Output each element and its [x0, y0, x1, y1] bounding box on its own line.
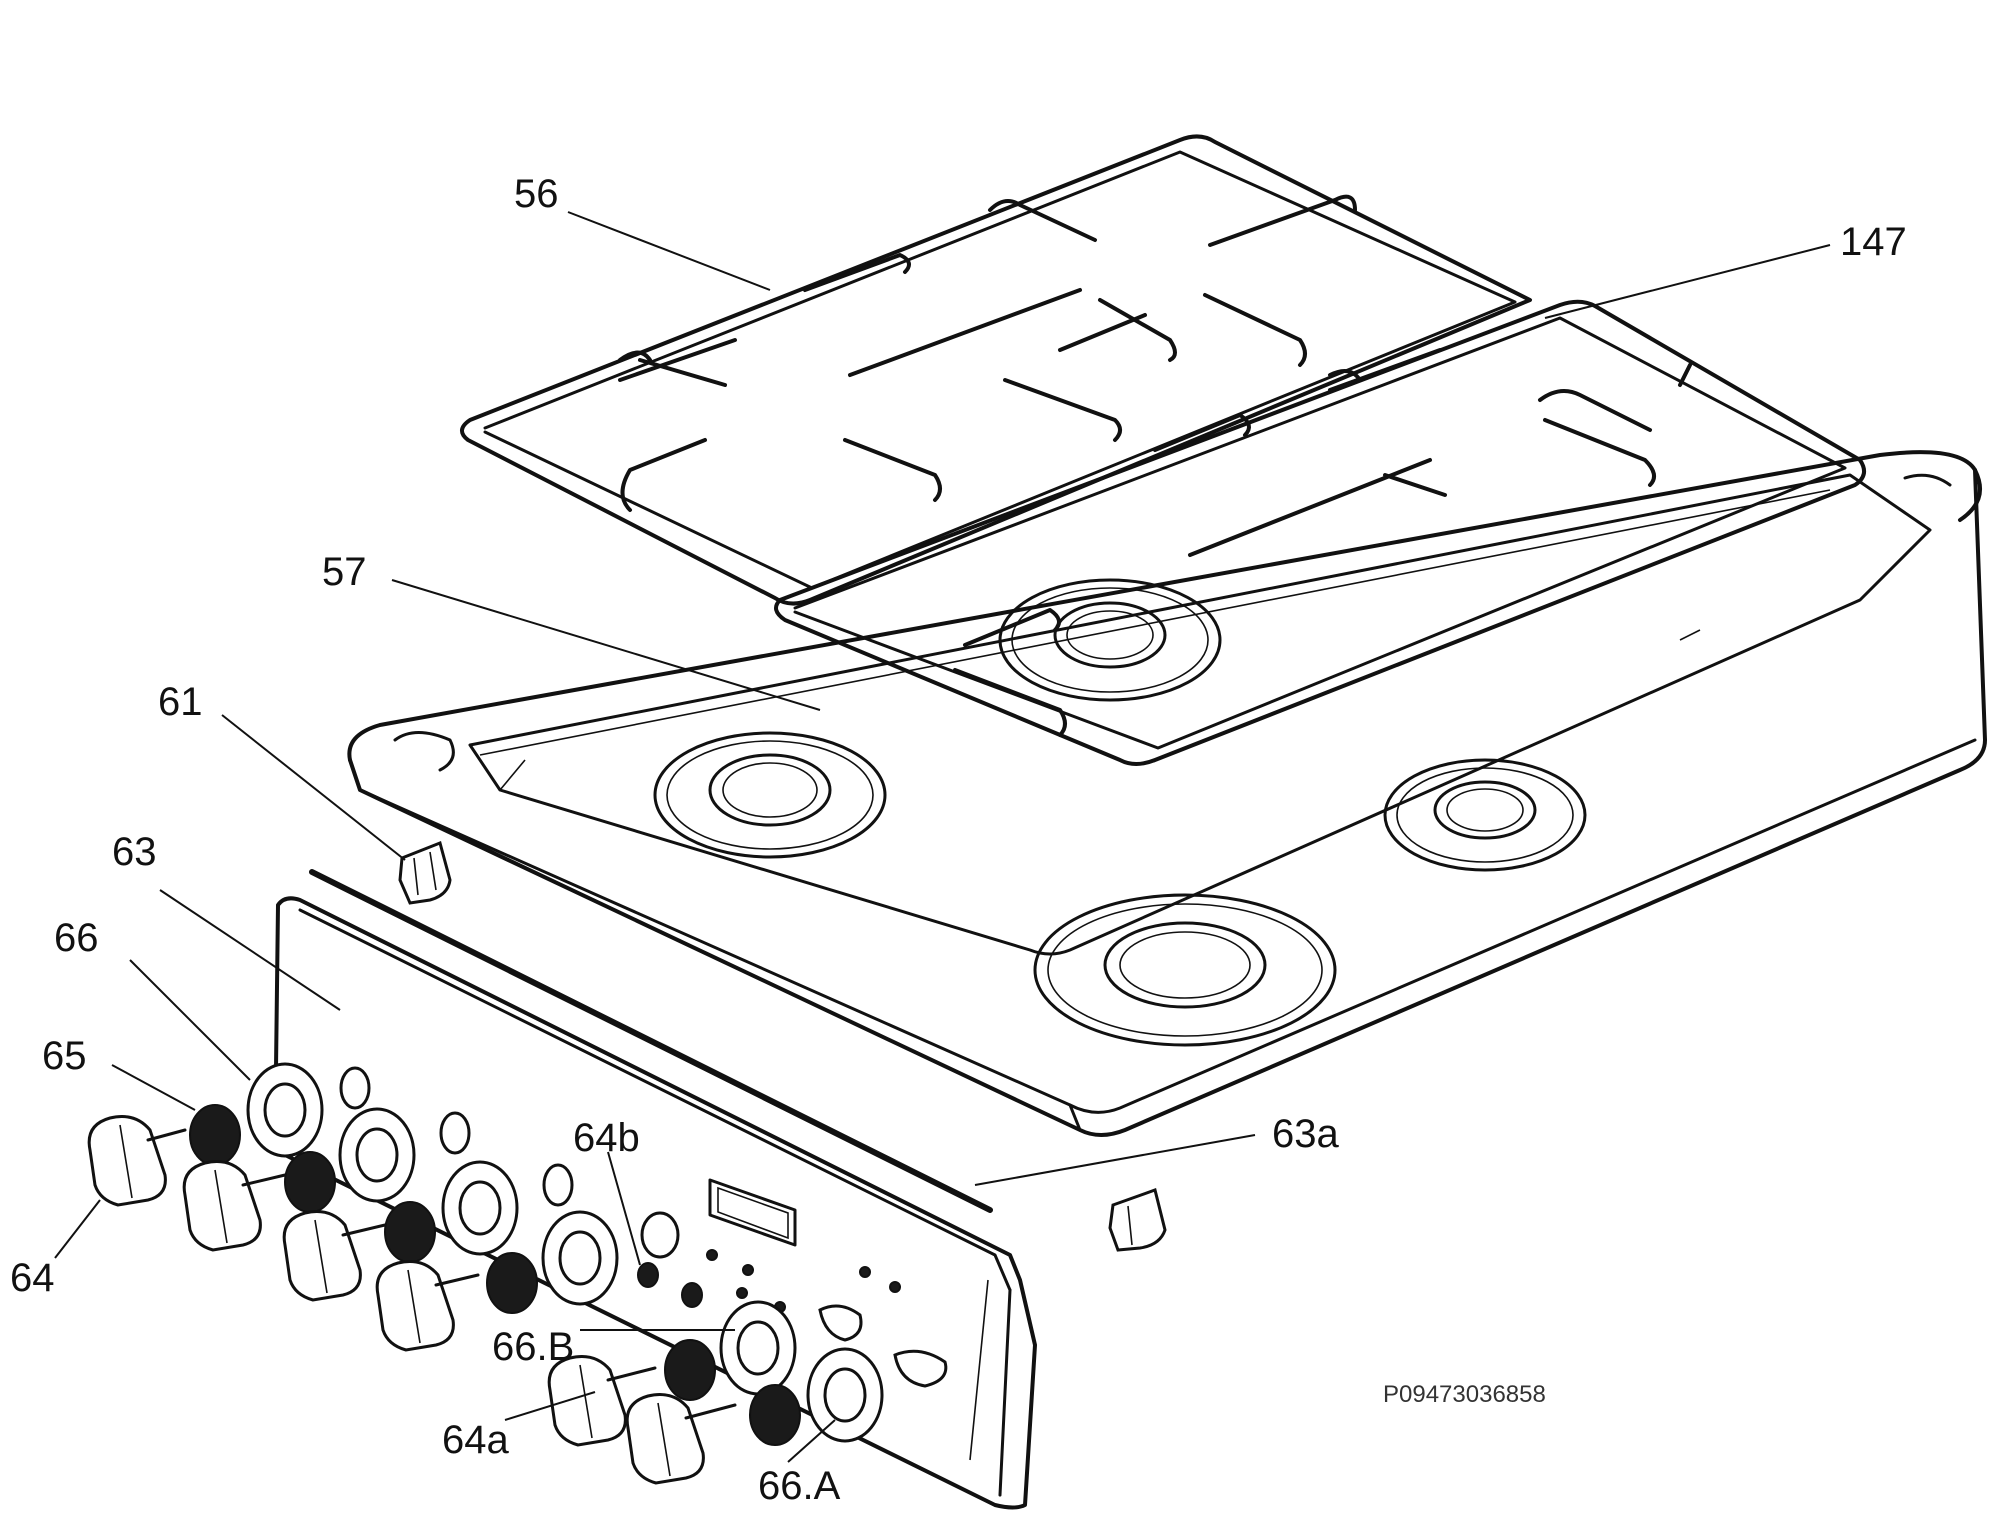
- control-panel: [246, 869, 1037, 1510]
- part-label-63a: 63a: [1272, 1112, 1339, 1156]
- bezel-1: [246, 1062, 324, 1158]
- knob-3: [282, 1210, 387, 1302]
- knob-2: [182, 1160, 287, 1252]
- part-label-56: 56: [514, 172, 559, 216]
- part-label-57: 57: [322, 550, 367, 594]
- knob-4: [375, 1260, 480, 1352]
- part-label-66a: 66.A: [758, 1464, 841, 1508]
- leader-lines: [54, 211, 1831, 1463]
- pan-support-right: [774, 299, 1866, 766]
- bezel-66b: [719, 1300, 797, 1396]
- burner-front-large: [1033, 893, 1337, 1047]
- clip-63a: [1108, 1188, 1167, 1252]
- knob-64a: [547, 1355, 657, 1447]
- bezel-3: [441, 1160, 519, 1256]
- pan-support-left: [460, 134, 1532, 606]
- burner-front-left: [653, 731, 887, 859]
- part-label-61: 61: [158, 680, 203, 724]
- part-label-64b: 64b: [573, 1116, 640, 1160]
- clip-61: [398, 840, 452, 905]
- burner-center: [998, 578, 1222, 702]
- part-label-65: 65: [42, 1034, 87, 1078]
- bezel-66a: [806, 1347, 884, 1443]
- part-label-63: 63: [112, 830, 157, 874]
- hob-top: [347, 450, 1987, 1137]
- knob-5: [625, 1393, 737, 1485]
- part-label-66b: 66.B: [492, 1325, 575, 1369]
- part-label-66: 66: [54, 916, 99, 960]
- part-label-147: 147: [1840, 220, 1907, 264]
- part-label-64a: 64a: [442, 1418, 509, 1462]
- knob-1: [87, 1115, 187, 1207]
- bezel-2: [338, 1107, 416, 1203]
- knobs: [87, 1115, 737, 1485]
- burner-right: [1383, 758, 1587, 872]
- part-label-64: 64: [10, 1256, 55, 1300]
- reference-code: P09473036858: [1383, 1381, 1546, 1408]
- bezel-4: [541, 1210, 619, 1306]
